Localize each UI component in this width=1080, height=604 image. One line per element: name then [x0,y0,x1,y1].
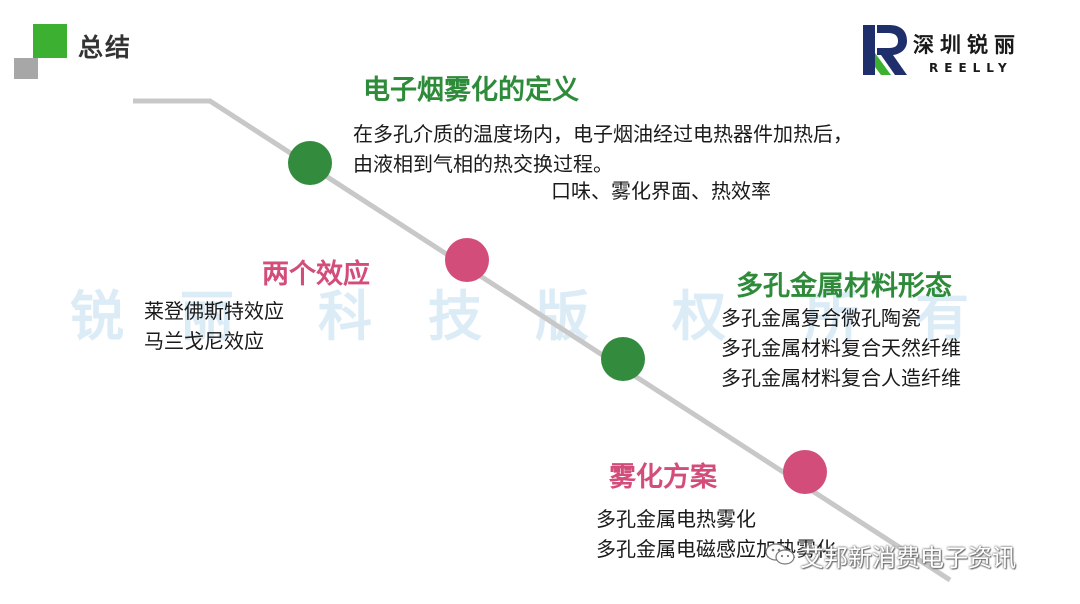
title-gray-square [14,58,38,79]
company-logo: 深圳锐丽 REELLY [861,23,1051,77]
definition-heading: 电子烟雾化的定义 [363,75,579,106]
watermark-char: 丽 [180,285,234,348]
timeline-dot-solutions [783,450,827,494]
effects-line: 马兰戈尼效应 [144,329,264,353]
watermark-char: 科 [318,285,372,348]
logo-mark-icon [863,25,907,75]
effects-text: 莱登佛斯特效应 马兰戈尼效应 [144,296,284,356]
wechat-icon [765,543,795,565]
watermark-char: 锐 [70,285,124,348]
watermark-char: 所 [805,285,859,348]
logo-name-en: REELLY [929,61,1013,75]
timeline-dot-effects [445,238,489,282]
forms-line: 多孔金属复合微孔陶瓷 [721,306,921,330]
timeline-dot-forms [601,337,645,381]
effects-line: 莱登佛斯特效应 [144,299,284,323]
watermark-char: 有 [915,285,969,348]
definition-line: 由液相到气相的热交换过程。 [353,152,613,176]
forms-heading: 多孔金属材料形态 [736,271,952,302]
definition-line: 在多孔介质的温度场内，电子烟油经过电热器件加热后， [353,122,853,146]
logo-name-cn: 深圳锐丽 [913,33,1021,57]
solutions-line: 多孔金属电热雾化 [596,507,756,531]
title-accent-square [33,24,67,58]
forms-text: 多孔金属复合微孔陶瓷 多孔金属材料复合天然纤维 多孔金属材料复合人造纤维 [721,303,961,393]
page-title: 总结 [78,33,133,62]
forms-line: 多孔金属材料复合天然纤维 [721,336,961,360]
forms-line: 多孔金属材料复合人造纤维 [721,366,961,390]
definition-keywords: 口味、雾化界面、热效率 [551,179,771,203]
watermark-char: 技 [428,285,482,348]
solutions-heading: 雾化方案 [609,462,717,493]
definition-text: 在多孔介质的温度场内，电子烟油经过电热器件加热后， 由液相到气相的热交换过程。 [353,119,853,179]
source-watermark: 艾邦新消费电子资讯 [800,544,1016,572]
solutions-line: 多孔金属电磁感应加热雾化 [596,537,836,561]
watermark-char: 权 [672,285,726,348]
effects-heading: 两个效应 [262,259,370,290]
timeline-dot-definition [288,141,332,185]
solutions-text: 多孔金属电热雾化 多孔金属电磁感应加热雾化 [596,504,836,564]
